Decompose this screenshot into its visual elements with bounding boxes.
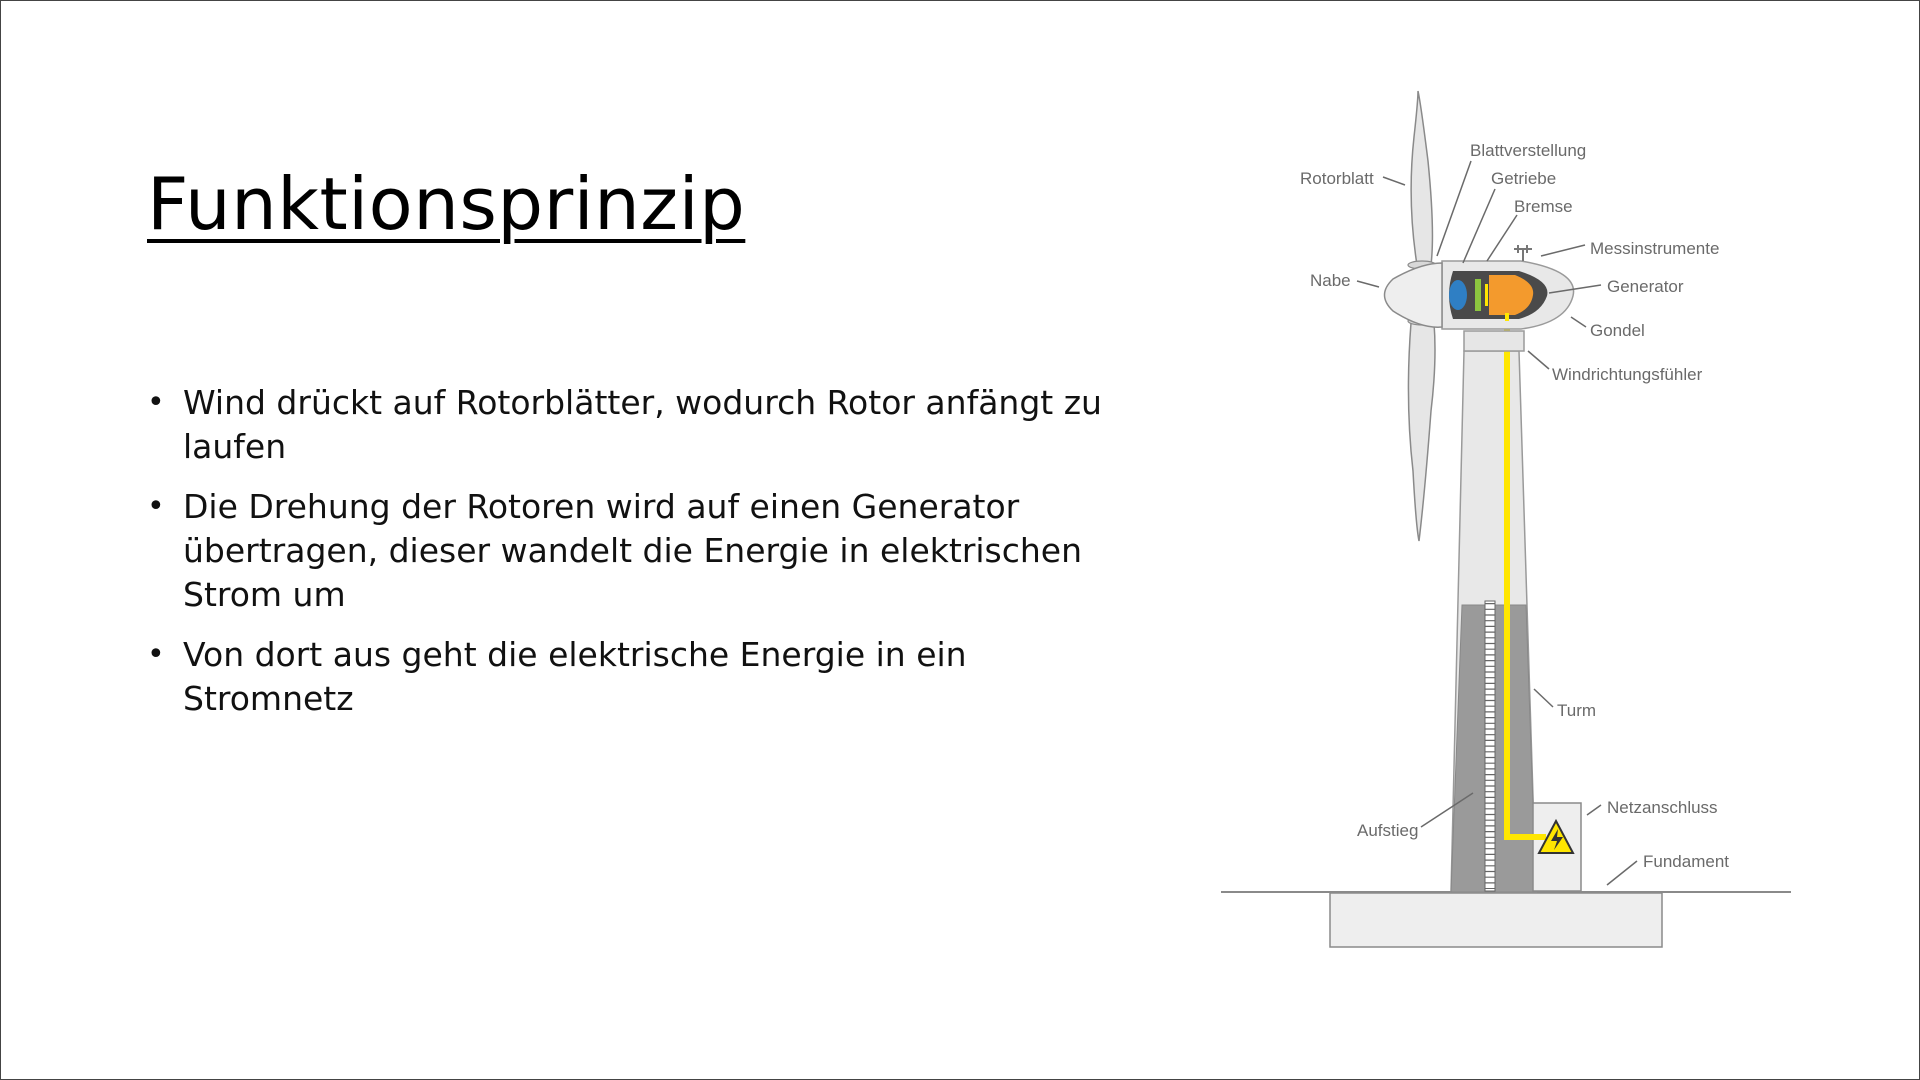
label-generator: Generator — [1607, 277, 1684, 296]
bullet-dot-icon: • — [147, 385, 165, 420]
brake-block — [1485, 284, 1488, 306]
leader-line — [1570, 316, 1587, 328]
label-netzanschluss: Netzanschluss — [1607, 798, 1718, 817]
bullet-line: übertragen, dieser wandelt die Energie i… — [183, 531, 1083, 570]
hub-shaft — [1449, 280, 1467, 310]
bullet-item: • Die Drehung der Rotoren wird auf einen… — [147, 485, 1107, 617]
leader-line — [1606, 860, 1638, 886]
leader-line — [1356, 280, 1380, 288]
leader-lines — [1356, 160, 1638, 886]
label-gondel: Gondel — [1590, 321, 1645, 340]
leader-line — [1436, 160, 1472, 257]
label-nabe: Nabe — [1310, 271, 1351, 290]
leader-line — [1548, 284, 1602, 294]
leader-line — [1527, 350, 1550, 370]
bullet-dot-icon: • — [147, 489, 165, 524]
generator-block — [1489, 275, 1534, 315]
bullet-line: Von dort aus geht die elektrische Energi… — [183, 635, 967, 674]
bullet-item: • Von dort aus geht die elektrische Ener… — [147, 633, 1107, 721]
leader-line — [1533, 688, 1554, 708]
rotor-blade-lower — [1407, 322, 1436, 542]
label-blattverstellung: Blattverstellung — [1470, 141, 1586, 160]
label-messinstrumente: Messinstrumente — [1590, 239, 1719, 258]
measuring-instruments-icon — [1514, 245, 1532, 261]
gearbox-block — [1475, 279, 1481, 311]
bullet-item: • Wind drückt auf Rotorblätter, wodurch … — [147, 381, 1107, 469]
leader-line — [1382, 176, 1406, 186]
label-turm: Turm — [1557, 701, 1596, 720]
bullet-line: laufen — [183, 427, 287, 466]
bullet-line: Strom um — [183, 575, 346, 614]
label-aufstieg: Aufstieg — [1357, 821, 1418, 840]
bullet-dot-icon: • — [147, 637, 165, 672]
bullet-line: Die Drehung der Rotoren wird auf einen G… — [183, 487, 1020, 526]
rotor-hub — [1383, 262, 1443, 328]
power-cable — [1504, 311, 1546, 840]
leader-line — [1540, 244, 1586, 257]
label-windrichtungsfuehler: Windrichtungsfühler — [1552, 365, 1703, 384]
lightning-bolt-icon — [1551, 829, 1563, 850]
leader-line — [1486, 214, 1518, 262]
foundation — [1329, 892, 1663, 948]
bullet-line: Stromnetz — [183, 679, 354, 718]
label-fundament: Fundament — [1643, 852, 1729, 871]
label-getriebe: Getriebe — [1491, 169, 1556, 188]
label-rotorblatt: Rotorblatt — [1300, 169, 1374, 188]
yaw-bearing — [1463, 330, 1525, 352]
leader-line — [1420, 792, 1474, 828]
cable-stub — [1505, 313, 1509, 321]
bullet-list: • Wind drückt auf Rotorblätter, wodurch … — [147, 381, 1107, 737]
bullet-line: Wind drückt auf Rotorblätter, wodurch Ro… — [183, 383, 1102, 422]
slide-title: Funktionsprinzip — [147, 162, 746, 246]
leader-line — [1586, 804, 1602, 816]
rotor-blade-upper — [1410, 90, 1434, 266]
leader-line — [1462, 188, 1496, 264]
label-bremse: Bremse — [1514, 197, 1573, 216]
